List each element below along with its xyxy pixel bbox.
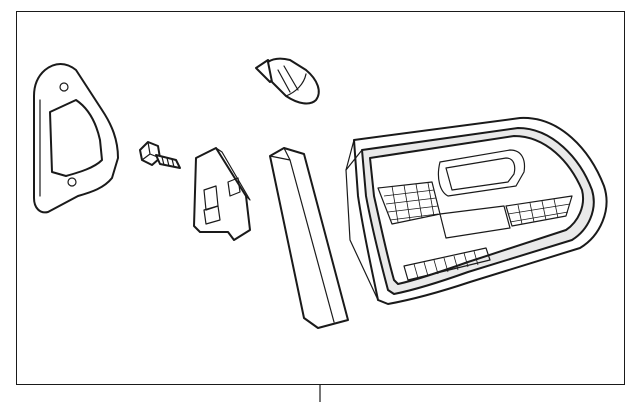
tail-lamp-icon [345, 116, 608, 305]
bolt-icon [139, 141, 181, 169]
reflector-strip-icon [269, 147, 349, 329]
bracket-icon [193, 147, 251, 241]
gasket-icon [33, 63, 119, 214]
bulb-icon [255, 57, 320, 105]
